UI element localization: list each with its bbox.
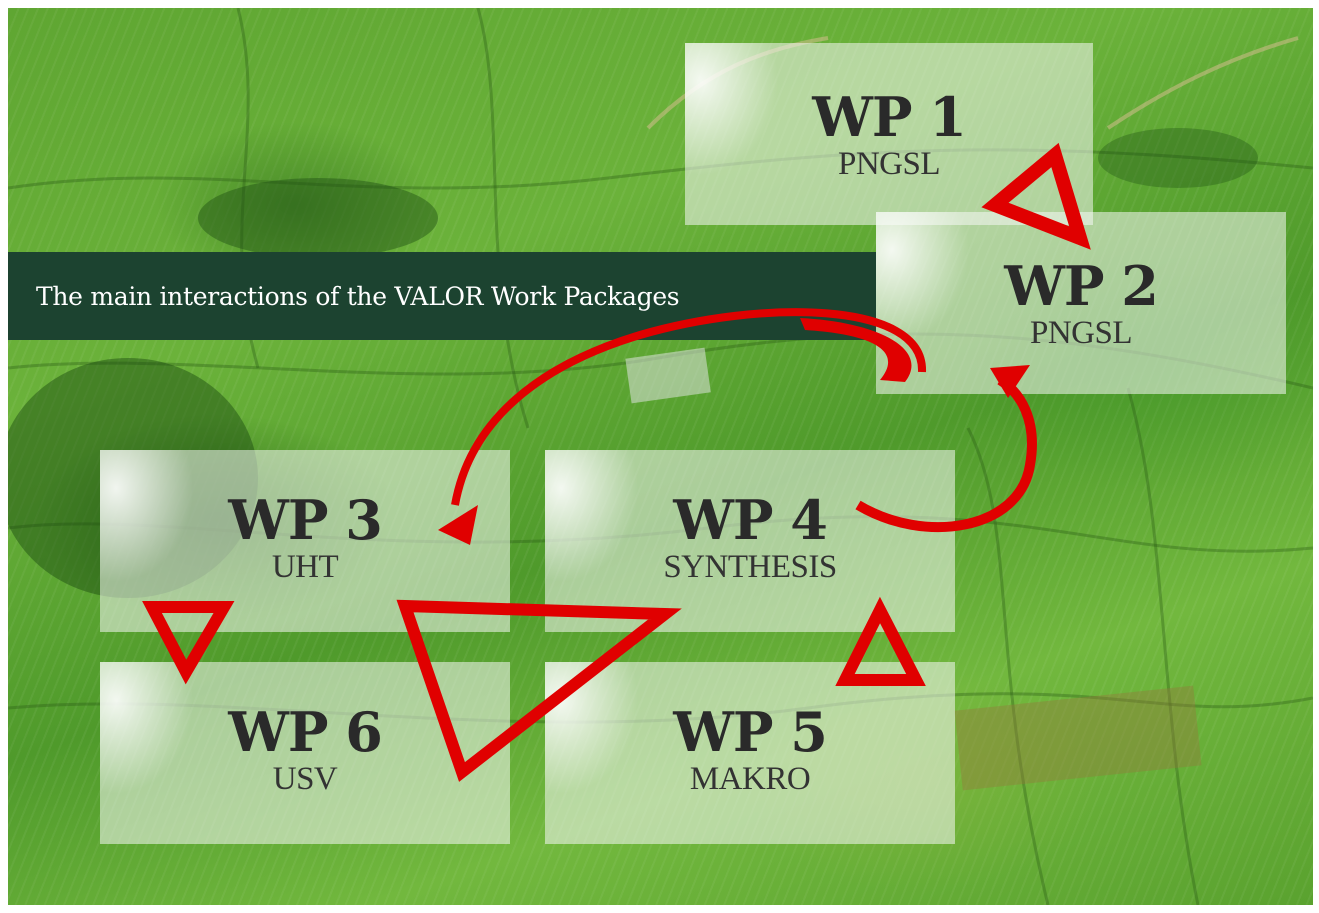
wp1-label: WP 1 [812,85,967,150]
wp3-partner: UHT [271,549,339,586]
title-banner: The main interactions of the VALOR Work … [8,252,876,340]
wp4-box: WP 4 SYNTHESIS [545,450,955,632]
wp6-partner: USV [272,761,338,798]
wp4-label: WP 4 [673,488,828,553]
wp5-label: WP 5 [673,700,828,765]
wp2-label: WP 2 [1004,254,1159,319]
wp5-box: WP 5 MAKRO [545,662,955,844]
wp3-box: WP 3 UHT [100,450,510,632]
wp2-partner: PNGSL [1029,315,1133,352]
diagram-title: The main interactions of the VALOR Work … [36,281,680,311]
wp2-box: WP 2 PNGSL [876,212,1286,394]
wp6-box: WP 6 USV [100,662,510,844]
wp3-label: WP 3 [228,488,383,553]
wp5-partner: MAKRO [689,761,811,798]
wp4-partner: SYNTHESIS [663,549,837,586]
wp6-label: WP 6 [228,700,383,765]
wp1-box: WP 1 PNGSL [685,43,1093,225]
wp1-partner: PNGSL [837,146,941,183]
